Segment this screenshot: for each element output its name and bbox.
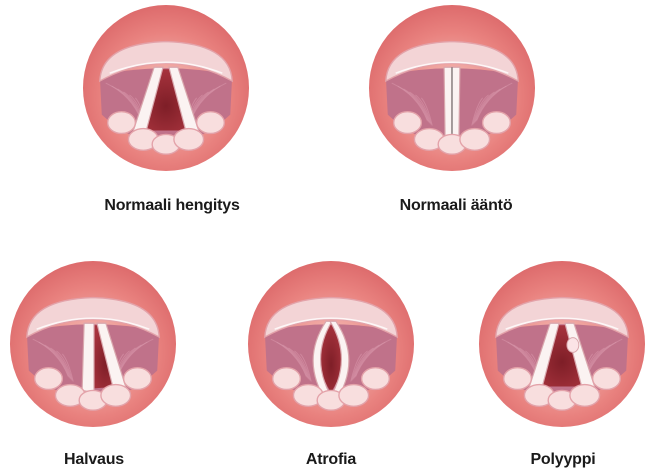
- caption-polyp: Polyyppi: [530, 451, 595, 469]
- polyp-growth: [567, 338, 579, 353]
- arytenoid-cartilage: [339, 385, 369, 407]
- left-vocal-cord-paralyzed: [82, 323, 94, 392]
- arytenoid-cartilage: [593, 368, 621, 390]
- arytenoid-cartilage: [483, 112, 511, 134]
- left-vocal-cord: [444, 67, 452, 138]
- right-vocal-cord: [452, 67, 460, 138]
- vocal-cords-polyp-diagram: [478, 260, 646, 428]
- caption-normal-phonation: Normaali ääntö: [400, 197, 513, 215]
- caption-normal-breathing: Normaali hengitys: [104, 197, 239, 215]
- arytenoid-cartilage: [362, 368, 390, 390]
- arytenoid-cartilage: [35, 368, 63, 390]
- vocal-cords-paralysis-diagram: [9, 260, 177, 428]
- larynx-polyp: [478, 260, 646, 428]
- caption-paralysis: Halvaus: [64, 451, 124, 469]
- caption-atrophy: Atrofia: [306, 451, 356, 469]
- arytenoid-cartilage: [504, 368, 532, 390]
- arytenoid-cartilage: [197, 112, 225, 134]
- arytenoid-cartilage: [124, 368, 152, 390]
- vocal-cords-atrophy-diagram: [247, 260, 415, 428]
- arytenoid-cartilage: [460, 129, 490, 151]
- arytenoid-cartilage: [394, 112, 422, 134]
- arytenoid-cartilage: [108, 112, 136, 134]
- larynx-closed-phonation: [368, 4, 536, 172]
- vocal-cords-closed-diagram: [368, 4, 536, 172]
- arytenoid-cartilage: [570, 385, 600, 407]
- arytenoid-cartilage: [101, 385, 131, 407]
- larynx-atrophy: [247, 260, 415, 428]
- arytenoid-cartilage: [273, 368, 301, 390]
- vocal-cords-open-diagram: [82, 4, 250, 172]
- larynx-open-breathing: [82, 4, 250, 172]
- larynx-paralysis: [9, 260, 177, 428]
- arytenoid-cartilage: [174, 129, 204, 151]
